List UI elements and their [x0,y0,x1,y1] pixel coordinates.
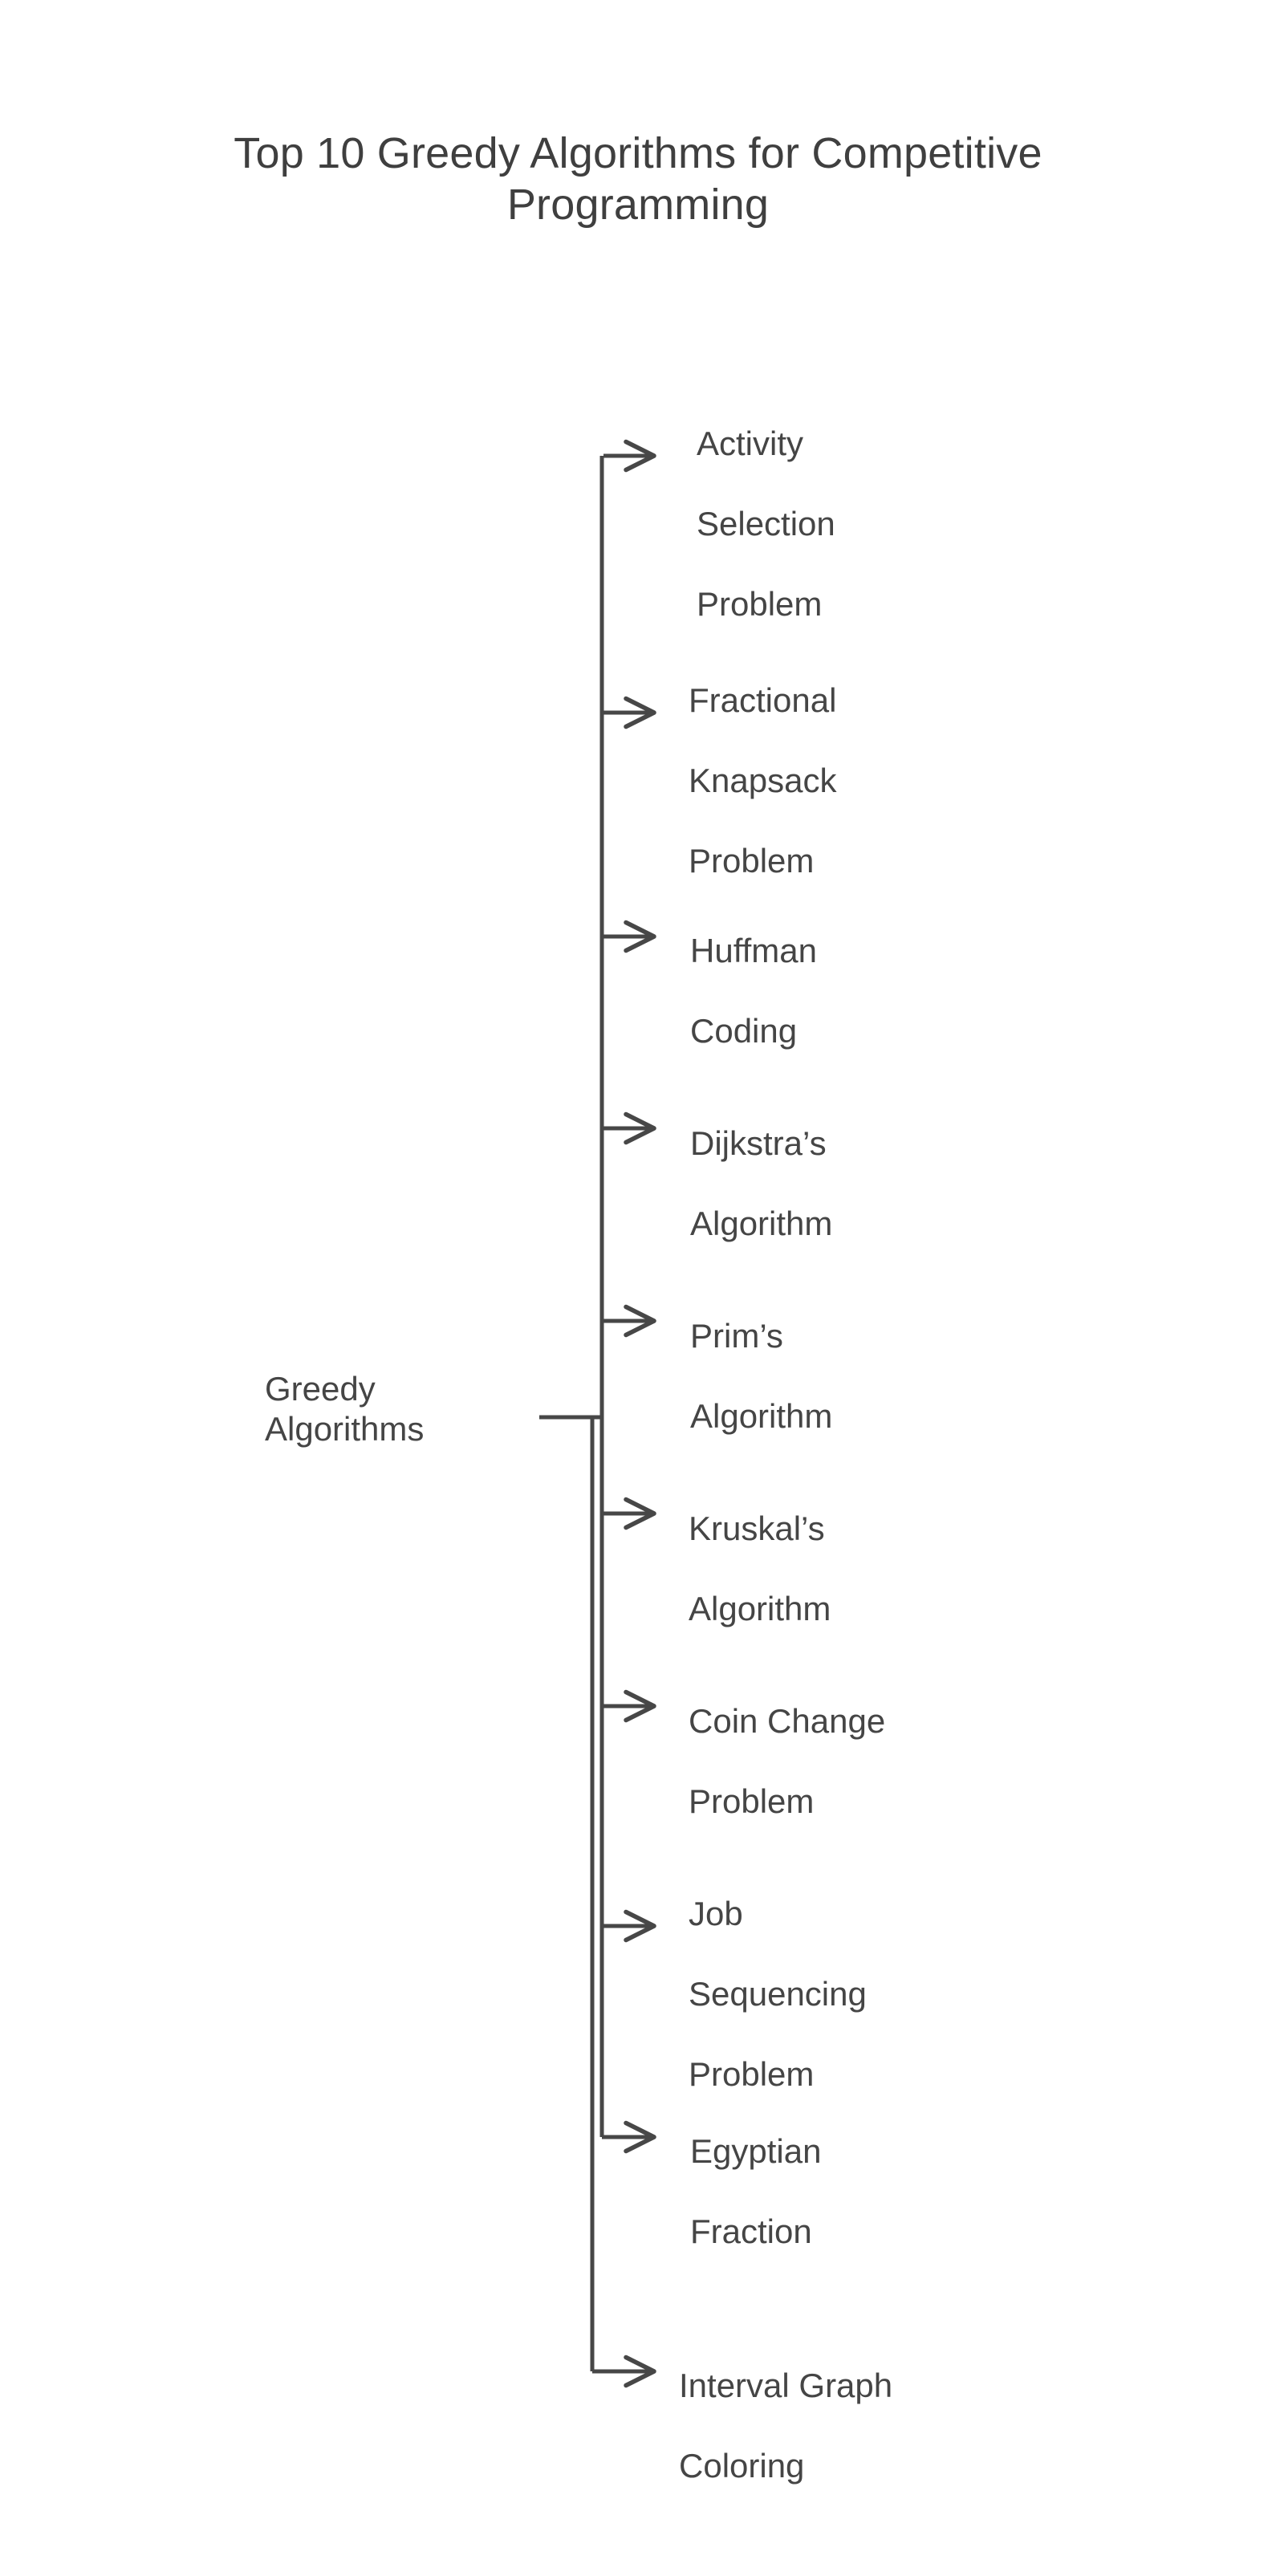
node-8-line-2: Sequencing [689,1974,867,2013]
node-9-line-2: Fraction [690,2212,812,2250]
node-job-sequencing-problem[interactable]: Job Sequencing Problem [689,1854,1010,2135]
node-2-line-3: Problem [689,841,815,880]
node-6-line-1: Kruskal’s [689,1509,825,1547]
node-1-line-1: Activity [697,424,804,462]
node-coin-change-problem[interactable]: Coin Change Problem [689,1661,1010,1862]
node-5-line-2: Algorithm [690,1396,833,1435]
node-10-line-2: Coloring [679,2446,805,2485]
node-prims-algorithm[interactable]: Prim’s Algorithm [690,1276,955,1477]
node-3-line-2: Coding [690,1011,798,1050]
node-7-line-1: Coin Change [689,1701,886,1740]
node-5-line-1: Prim’s [690,1316,783,1355]
node-8-line-1: Job [689,1894,743,1932]
node-2-line-1: Fractional [689,681,837,719]
root-node-line-1: Greedy [265,1370,376,1408]
root-node-greedy-algorithms[interactable]: Greedy Algorithms [265,1369,530,1450]
node-4-line-2: Algorithm [690,1204,833,1242]
root-node-line-2: Algorithms [265,1410,425,1448]
page-title-line-2: Programming [506,180,770,229]
node-2-line-2: Knapsack [689,761,837,799]
node-3-line-1: Huffman [690,931,817,969]
node-dijkstras-algorithm[interactable]: Dijkstra’s Algorithm [690,1083,955,1284]
node-8-line-3: Problem [689,2054,815,2093]
node-interval-graph-coloring[interactable]: Interval Graph Coloring [679,2326,1016,2526]
node-9-line-1: Egyptian [690,2131,822,2170]
node-10-line-1: Interval Graph [679,2366,893,2404]
node-6-line-2: Algorithm [689,1589,831,1627]
node-7-line-2: Problem [689,1782,815,1820]
node-huffman-coding[interactable]: Huffman Coding [690,891,955,1091]
node-kruskals-algorithm[interactable]: Kruskal’s Algorithm [689,1469,953,1669]
node-activity-selection-problem[interactable]: Activity Selection Problem [697,384,961,664]
node-egyptian-fraction[interactable]: Egyptian Fraction [690,2091,955,2292]
node-1-line-2: Selection [697,504,835,542]
node-1-line-3: Problem [697,584,823,623]
node-4-line-1: Dijkstra’s [690,1123,827,1162]
node-fractional-knapsack-problem[interactable]: Fractional Knapsack Problem [689,640,961,921]
page-title-line-1: Top 10 Greedy Algorithms for Competitive [234,129,1042,177]
page-title: Top 10 Greedy Algorithms for Competitive… [0,128,1276,230]
